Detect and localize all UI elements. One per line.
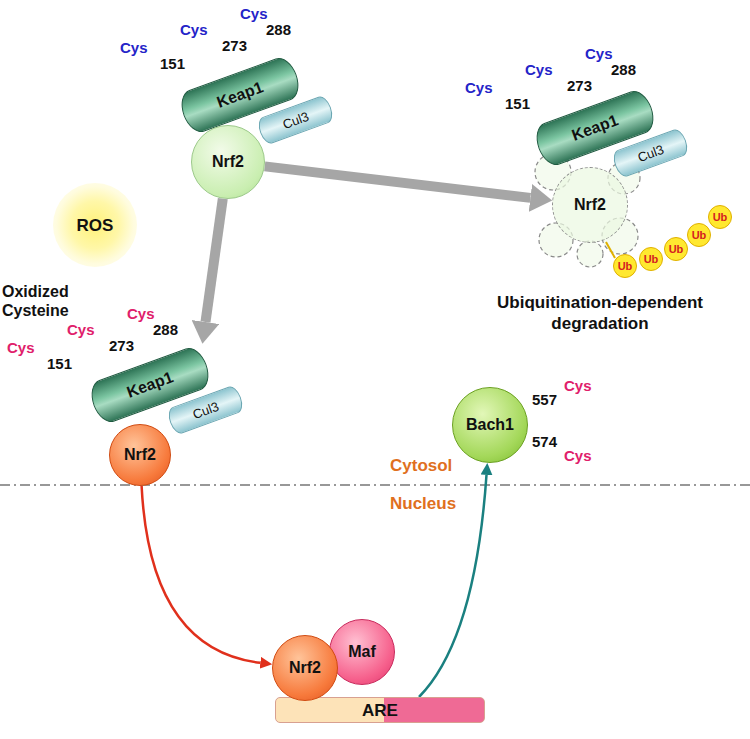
node-text: Bach1 — [466, 416, 514, 434]
cysteine-label: Cys — [127, 306, 155, 322]
annotation-text: Oxidized Cysteine — [2, 282, 84, 320]
node-text: Keap1 — [214, 78, 265, 111]
degraded-nrf2-circle: Nrf2 — [552, 167, 628, 243]
node-text: Keap1 — [124, 368, 175, 401]
residue-number: 151 — [505, 96, 530, 112]
annotation-text: Nucleus — [390, 496, 456, 512]
cysteine-label: Cys — [7, 340, 35, 356]
ros-glow: ROS — [53, 183, 137, 267]
residue-number: 288 — [153, 322, 178, 338]
node-text: Cul3 — [280, 108, 310, 131]
node-text: Ub — [644, 253, 659, 266]
nuclear-membrane-line — [0, 484, 750, 486]
nrf2-circle: Nrf2 — [109, 424, 171, 486]
cysteine-label: Cys — [585, 46, 613, 62]
node-text: Cul3 — [190, 398, 220, 421]
ubiquitin-bead: Ub — [613, 254, 637, 278]
node-text: Keap1 — [569, 111, 620, 144]
residue-number: 574 — [532, 434, 557, 450]
cysteine-label: Cys — [525, 62, 553, 78]
cysteine-label: Cys — [180, 22, 208, 38]
node-text: Ub — [713, 211, 728, 224]
cysteine-label: Cys — [564, 448, 592, 464]
pathway-arrow — [265, 166, 531, 198]
residue-number: 273 — [222, 38, 247, 54]
bach1-circle: Bach1 — [452, 387, 528, 463]
node-text: Nrf2 — [124, 446, 156, 464]
node-text: Nrf2 — [289, 659, 321, 677]
cysteine-label: Cys — [120, 40, 148, 56]
node-text: Cul3 — [635, 141, 665, 164]
residue-number: 151 — [47, 356, 72, 372]
cysteine-label: Cys — [240, 6, 268, 22]
residue-number: 288 — [266, 22, 291, 38]
ubiquitin-bead: Ub — [687, 223, 711, 247]
cysteine-label: Cys — [564, 378, 592, 394]
annotation-text: Ubiquitination-dependent degradation — [495, 292, 705, 334]
residue-number: 288 — [611, 62, 636, 78]
residue-number: 273 — [567, 78, 592, 94]
node-text: ROS — [77, 216, 114, 235]
annotation-text: Cytosol — [390, 458, 452, 474]
ubiquitin-link — [606, 242, 615, 258]
node-text: ARE — [362, 701, 398, 720]
residue-number: 273 — [109, 338, 134, 354]
cysteine-label: Cys — [67, 322, 95, 338]
nrf2-circle: Nrf2 — [191, 125, 265, 199]
maf-circle: Maf — [329, 619, 395, 685]
node-text: Nrf2 — [574, 196, 606, 214]
ubiquitin-bead: Ub — [639, 247, 663, 271]
node-text: Maf — [348, 643, 376, 661]
node-text: Ub — [692, 229, 707, 242]
translocation-arrow — [142, 486, 261, 663]
ubiquitin-bead: Ub — [708, 205, 732, 229]
residue-number: 557 — [532, 392, 557, 408]
residue-number: 151 — [160, 56, 185, 72]
cysteine-label: Cys — [465, 80, 493, 96]
pathway-arrow — [206, 199, 223, 322]
node-text: Ub — [669, 243, 684, 256]
node-text: Nrf2 — [212, 153, 244, 171]
ubiquitin-bead: Ub — [664, 237, 688, 261]
node-text: Ub — [618, 260, 633, 273]
nrf2-circle: Nrf2 — [272, 635, 338, 701]
